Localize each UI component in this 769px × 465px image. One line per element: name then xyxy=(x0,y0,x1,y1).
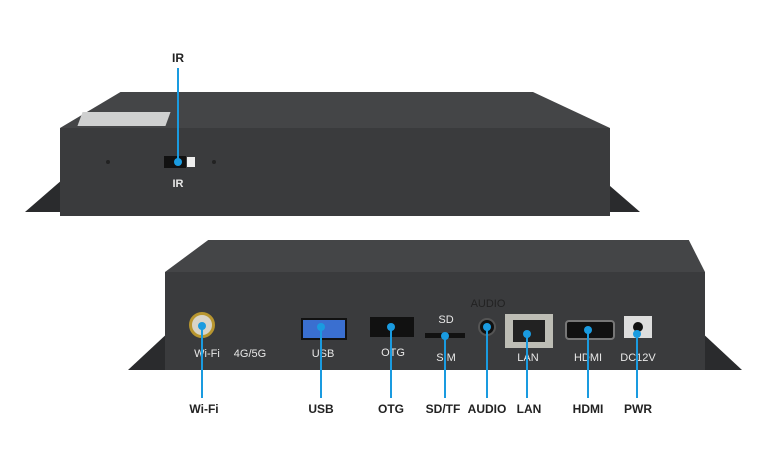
hdmi-callout-line xyxy=(587,330,589,398)
audio-port-label: AUDIO xyxy=(470,298,506,310)
wifi-port-label: Wi-Fi xyxy=(194,348,220,360)
hdmi-callout-label: HDMI xyxy=(572,402,604,416)
usb-callout-line xyxy=(320,327,322,398)
ir-port-label: IR xyxy=(172,178,184,190)
lan-callout-line xyxy=(526,334,528,398)
screw-hole xyxy=(212,160,216,164)
callout-dot xyxy=(198,322,206,330)
callout-dot xyxy=(387,323,395,331)
dc-port-label: DC12V xyxy=(620,352,656,364)
product-sticker xyxy=(77,112,171,126)
ir-callout-label: IR xyxy=(172,51,184,65)
callout-dot xyxy=(584,326,592,334)
usb-port-label: USB xyxy=(311,348,335,360)
dc-power-jack xyxy=(624,316,652,338)
dc-pin xyxy=(633,322,643,332)
front-face xyxy=(60,128,610,216)
sd-port-label: SD xyxy=(438,314,454,326)
lan-port-label: LAN xyxy=(517,352,539,364)
ir-led xyxy=(187,157,195,167)
callout-dot xyxy=(633,330,641,338)
wifi-callout-line xyxy=(201,326,203,398)
top-face xyxy=(165,240,705,272)
pwr-callout-line xyxy=(636,334,638,398)
audio-callout-line xyxy=(486,327,488,398)
callout-dot xyxy=(483,323,491,331)
callout-dot xyxy=(441,332,449,340)
lan-callout-label: LAN xyxy=(516,402,542,416)
wifi-callout-label: Wi-Fi xyxy=(189,402,219,416)
sdtf-callout-line xyxy=(444,336,446,398)
otg-callout-label: OTG xyxy=(378,402,404,416)
callout-dot xyxy=(317,323,325,331)
callout-dot xyxy=(523,330,531,338)
usb-callout-label: USB xyxy=(308,402,334,416)
audio-callout-label: AUDIO xyxy=(467,402,507,416)
otg-callout-line xyxy=(390,327,392,398)
ir-callout-line xyxy=(177,68,179,162)
cellular-port-label: 4G/5G xyxy=(233,348,267,360)
rear-face xyxy=(165,272,705,370)
sdtf-callout-label: SD/TF xyxy=(425,402,461,416)
screw-hole xyxy=(106,160,110,164)
ir-callout-dot xyxy=(174,158,182,166)
pwr-callout-label: PWR xyxy=(624,402,652,416)
sim-port-label: SIM xyxy=(436,352,456,364)
otg-port-label: OTG xyxy=(381,347,405,359)
